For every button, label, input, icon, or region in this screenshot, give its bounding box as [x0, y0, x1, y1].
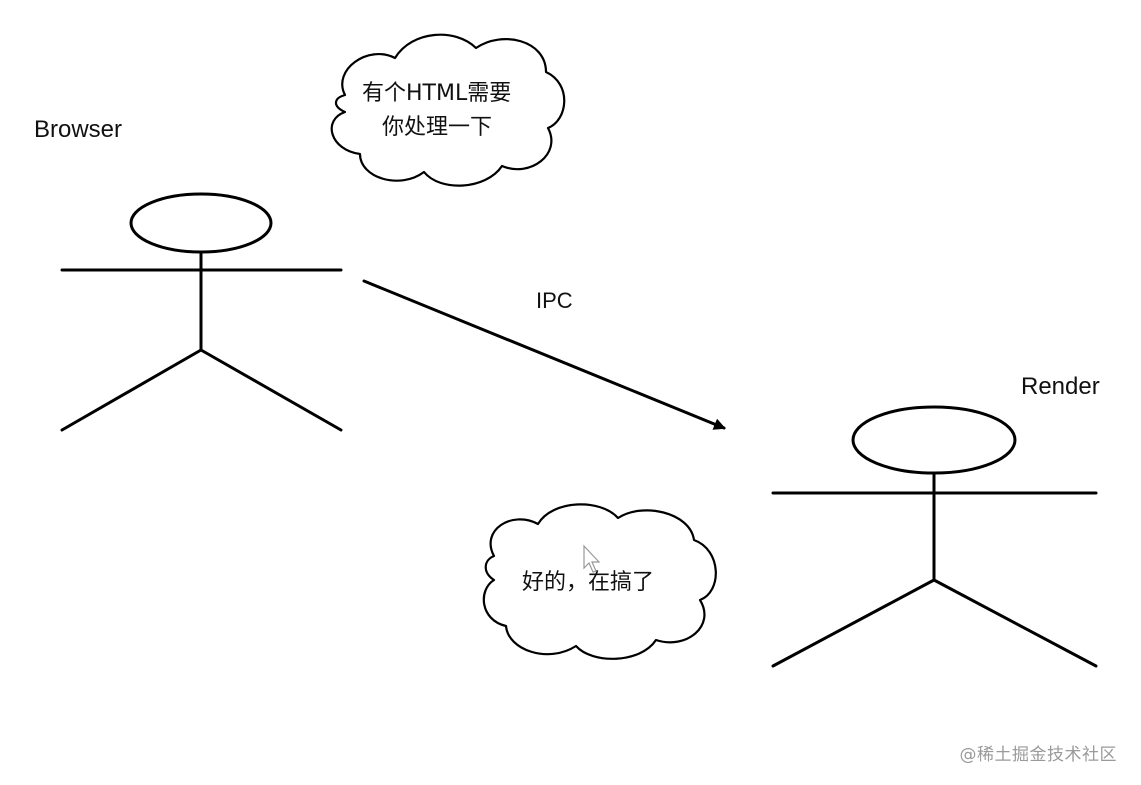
ipc-arrow [362, 279, 726, 430]
reply-text: 好的，在搞了 [522, 570, 654, 595]
request-bubble: 有个HTML需要 你处理一下 [330, 33, 566, 187]
request-cloud-shape [330, 33, 566, 187]
reply-bubble: 好的，在搞了 [482, 503, 717, 660]
browser-left-leg [60, 348, 203, 432]
watermark: @稀土掘金技术社区 [959, 745, 1117, 765]
browser-right-leg [199, 348, 343, 432]
render-left-leg [771, 578, 936, 668]
browser-head [129, 192, 273, 254]
browser-label: Browser [34, 116, 122, 143]
mouse-cursor-icon [583, 544, 601, 573]
render-head [851, 405, 1017, 475]
render-label: Render [1021, 373, 1100, 400]
request-line-1: 有个HTML需要 [362, 81, 511, 106]
request-line-2: 你处理一下 [382, 115, 492, 140]
ipc-edge: IPC [362, 279, 726, 430]
browser-actor: Browser [34, 116, 343, 432]
render-right-leg [932, 578, 1098, 668]
render-actor: Render [771, 373, 1100, 668]
reply-cloud-shape [482, 503, 717, 660]
ipc-label: IPC [536, 288, 573, 313]
